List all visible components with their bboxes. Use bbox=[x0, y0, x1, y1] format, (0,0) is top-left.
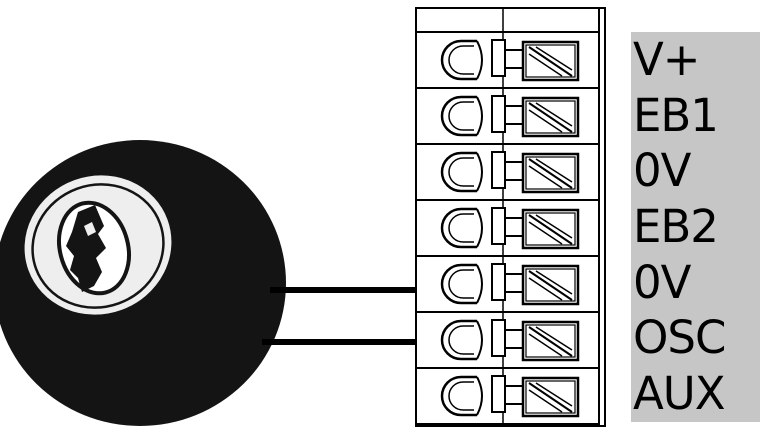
terminal-screw-icon bbox=[440, 263, 477, 305]
terminal-label-column: V+ EB1 0V EB2 0V OSC AUX bbox=[631, 32, 760, 422]
terminal-screw-slot bbox=[448, 157, 474, 187]
terminal-clamp-spring bbox=[535, 270, 573, 295]
terminal-row bbox=[416, 375, 599, 425]
terminal-label-0v-1: 0V bbox=[633, 144, 691, 198]
terminal-clamp-spring bbox=[528, 333, 563, 357]
key-switch-icon bbox=[0, 140, 286, 426]
terminal-clamp-spring bbox=[528, 389, 563, 413]
terminal-clamp-body bbox=[491, 39, 506, 77]
terminal-row bbox=[416, 263, 599, 313]
terminal-screw-slot bbox=[448, 269, 474, 299]
terminal-row bbox=[416, 39, 599, 89]
terminal-row bbox=[416, 95, 599, 145]
terminal-clamp-spring bbox=[528, 221, 563, 245]
terminal-clamp-spring bbox=[528, 277, 563, 301]
terminal-clamp-inner bbox=[525, 156, 576, 190]
terminal-clamp-spring bbox=[528, 46, 573, 77]
terminal-screw-icon bbox=[440, 95, 477, 137]
terminal-screw-icon bbox=[440, 207, 477, 249]
terminal-label-eb1: EB1 bbox=[633, 88, 719, 142]
terminal-clamp-spring bbox=[535, 102, 573, 127]
terminal-clamp-spring bbox=[528, 102, 573, 133]
terminal-screw-slot bbox=[448, 325, 474, 355]
terminal-clamp-spring bbox=[535, 214, 573, 239]
terminal-clamp-inner bbox=[525, 324, 576, 358]
terminal-row bbox=[416, 207, 599, 257]
terminal-label-eb2: EB2 bbox=[633, 200, 719, 254]
terminal-screw-icon bbox=[440, 151, 477, 193]
terminal-clamp-spring bbox=[528, 165, 563, 189]
terminal-screw-edge bbox=[476, 152, 483, 192]
terminal-label-aux: AUX bbox=[633, 367, 726, 421]
terminal-screw-edge bbox=[476, 320, 483, 360]
terminal-clamp-spring bbox=[535, 158, 573, 183]
terminal-screw-icon bbox=[440, 319, 477, 361]
terminal-label-osc: OSC bbox=[633, 311, 726, 365]
terminal-screw-icon bbox=[440, 39, 477, 81]
terminal-clamp-spring bbox=[528, 214, 573, 245]
terminal-clamp-inner bbox=[525, 44, 576, 78]
terminal-clamp-body bbox=[491, 319, 506, 357]
terminal-clamp-spring bbox=[528, 382, 573, 413]
terminal-clamp-spring bbox=[535, 46, 573, 71]
terminal-screw-edge bbox=[476, 40, 483, 80]
terminal-clamp-spring bbox=[535, 382, 573, 407]
terminal-clamp-inner bbox=[525, 380, 576, 414]
terminal-screw-slot bbox=[448, 381, 474, 411]
terminal-clamp-spring bbox=[528, 109, 563, 133]
terminal-clamp-spring bbox=[528, 158, 573, 189]
terminal-row bbox=[416, 151, 599, 201]
terminal-block bbox=[415, 7, 606, 427]
terminal-screw-edge bbox=[476, 96, 483, 136]
terminal-screw-slot bbox=[448, 45, 474, 75]
terminal-clamp-body bbox=[491, 151, 506, 189]
terminal-clamp-body bbox=[491, 375, 506, 413]
terminal-screw-edge bbox=[476, 208, 483, 248]
terminal-screw-icon bbox=[440, 375, 477, 417]
terminal-clamp-inner bbox=[525, 100, 576, 134]
terminal-clamp-body bbox=[491, 95, 506, 133]
terminal-clamp-spring bbox=[528, 326, 573, 357]
terminal-screw-edge bbox=[476, 264, 483, 304]
terminal-screw-edge bbox=[476, 376, 483, 416]
switch-bezel-inner-ring bbox=[31, 183, 165, 309]
terminal-screw-slot bbox=[448, 213, 474, 243]
terminal-screw-slot bbox=[448, 101, 474, 131]
terminal-clamp-inner bbox=[525, 212, 576, 246]
terminal-clamp-body bbox=[491, 263, 506, 301]
terminal-clamp-spring bbox=[535, 326, 573, 351]
terminal-row bbox=[416, 319, 599, 369]
terminal-label-0v-2: 0V bbox=[633, 255, 691, 309]
terminal-clamp-spring bbox=[528, 53, 563, 77]
terminal-clamp-body bbox=[491, 207, 506, 245]
key-icon bbox=[66, 205, 106, 292]
terminal-label-v-plus: V+ bbox=[633, 33, 701, 86]
terminal-clamp-spring bbox=[528, 270, 573, 301]
terminal-clamp-inner bbox=[525, 268, 576, 302]
